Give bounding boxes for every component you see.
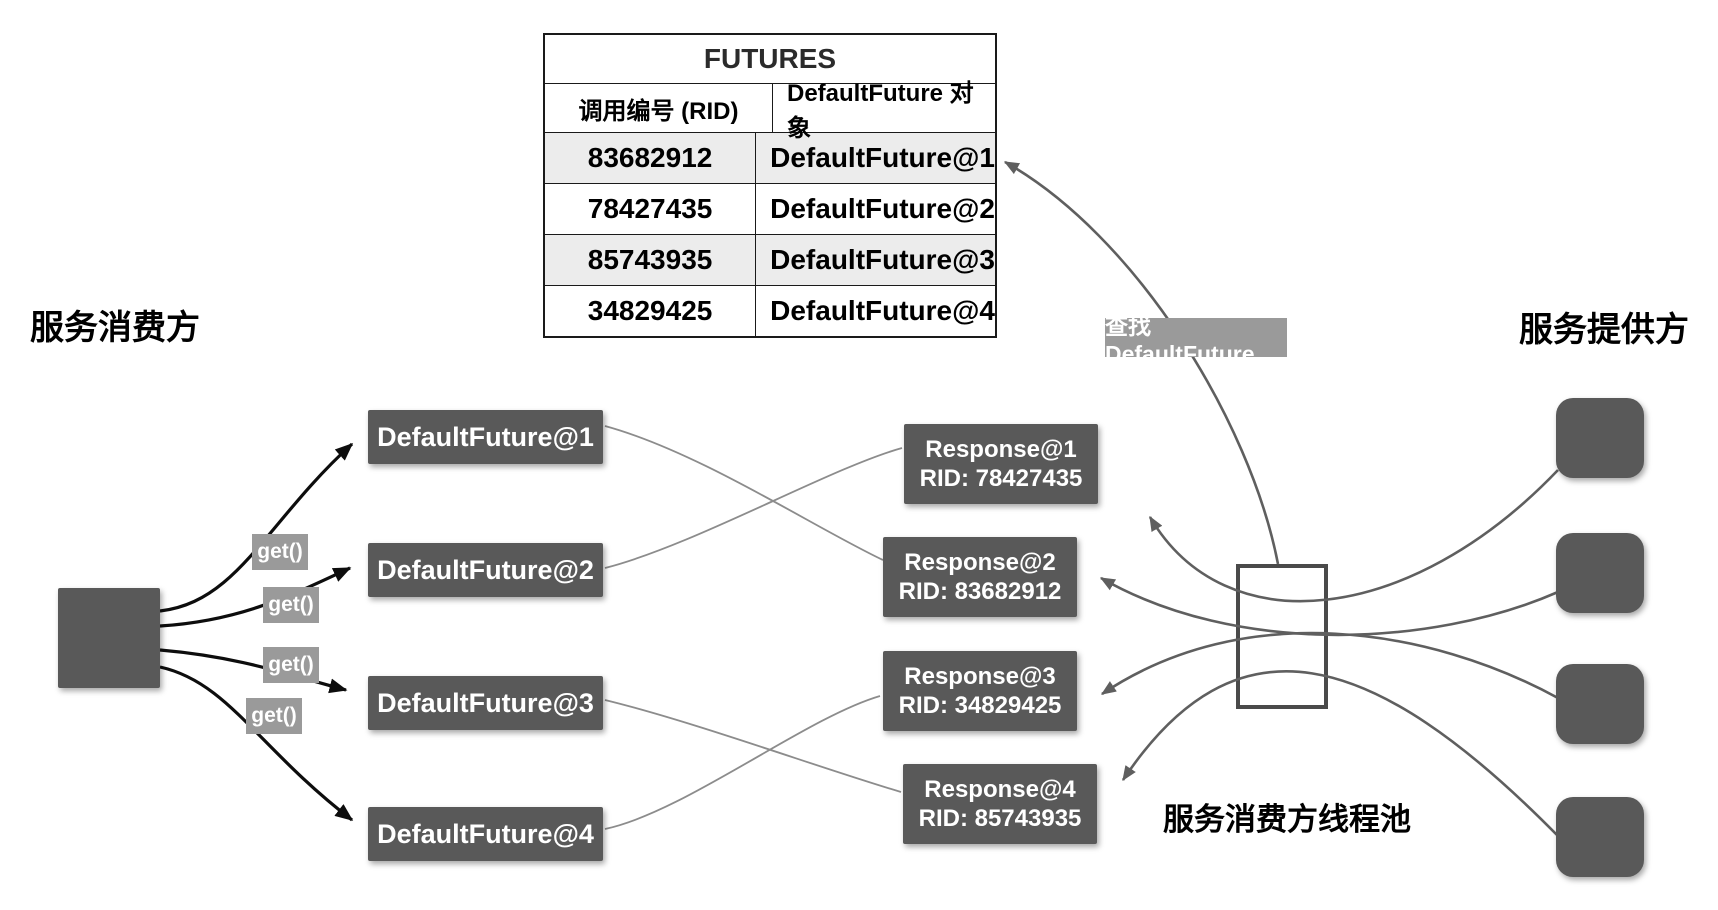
arrow-provider3-resp3 [1100, 631, 1559, 700]
get-label-1: get() [252, 534, 308, 570]
response-rid: RID: 78427435 [919, 465, 1083, 492]
link-df1-resp2 [604, 425, 884, 561]
cell-rid: 83682912 [545, 133, 757, 183]
arrow-get-df4 [159, 665, 354, 822]
consumer-node [58, 588, 160, 688]
cell-future: DefaultFuture@4 [770, 295, 995, 326]
arrow-provider2-resp2 [1099, 576, 1559, 637]
arrow-provider4-resp4 [1121, 670, 1559, 837]
response-title: Response@2 [904, 549, 1056, 576]
provider-title: 服务提供方 [1519, 311, 1689, 349]
cell-rid: 78427435 [545, 184, 757, 234]
link-df3-resp4 [604, 699, 902, 793]
futures-table-header: 调用编号 (RID) DefaultFuture 对象 [545, 80, 995, 142]
futures-table-title: FUTURES [545, 35, 995, 84]
response-box-1: Response@1 RID: 78427435 [904, 424, 1098, 504]
arrow-provider1-resp1 [1148, 469, 1559, 603]
cell-future: DefaultFuture@3 [770, 244, 995, 275]
column-header-future: DefaultFuture 对象 [787, 80, 974, 142]
default-future-box-4: DefaultFuture@4 [368, 807, 603, 861]
response-box-4: Response@4 RID: 85743935 [903, 764, 1097, 844]
provider-node-2 [1556, 533, 1644, 613]
response-title: Response@3 [904, 663, 1056, 690]
response-rid: RID: 85743935 [918, 805, 1082, 832]
response-box-3: Response@3 RID: 34829425 [883, 651, 1077, 731]
default-future-box-1: DefaultFuture@1 [368, 410, 603, 464]
response-title: Response@4 [924, 776, 1076, 803]
response-box-2: Response@2 RID: 83682912 [883, 537, 1077, 617]
arrow-get-df1 [159, 442, 354, 613]
get-call-arrows [159, 442, 354, 822]
response-rid: RID: 83682912 [898, 578, 1062, 605]
response-rid: RID: 34829425 [898, 692, 1062, 719]
provider-node-4 [1556, 797, 1644, 877]
default-future-box-2: DefaultFuture@2 [368, 543, 603, 597]
future-response-links [604, 425, 903, 830]
futures-table: FUTURES 调用编号 (RID) DefaultFuture 对象 8368… [543, 33, 997, 338]
cell-future: DefaultFuture@1 [770, 142, 995, 173]
thread-pool-caption: 服务消费方线程池 [1163, 802, 1411, 837]
cell-rid: 85743935 [545, 235, 757, 285]
table-row: 85743935 DefaultFuture@3 [545, 235, 995, 286]
provider-node-3 [1556, 664, 1644, 744]
cell-future: DefaultFuture@2 [770, 193, 995, 224]
response-title: Response@1 [925, 436, 1077, 463]
table-row: 34829425 DefaultFuture@4 [545, 286, 995, 336]
table-row: 78427435 DefaultFuture@2 [545, 184, 995, 235]
link-df2-resp1 [604, 447, 903, 569]
column-header-rid: 调用编号 (RID) [545, 84, 773, 132]
thread-pool-rect [1236, 564, 1328, 709]
arrow-get-df2 [159, 566, 352, 628]
cell-rid: 34829425 [545, 286, 757, 336]
get-label-4: get() [246, 698, 302, 734]
get-label-2: get() [263, 587, 319, 623]
consumer-title: 服务消费方 [30, 309, 200, 347]
link-df4-resp3 [604, 695, 881, 830]
get-label-3: get() [263, 647, 319, 683]
lookup-default-future-label: 查找 DefaultFuture [1105, 313, 1287, 367]
default-future-box-3: DefaultFuture@3 [368, 676, 603, 730]
table-row: 83682912 DefaultFuture@1 [545, 133, 995, 184]
provider-node-1 [1556, 398, 1644, 478]
